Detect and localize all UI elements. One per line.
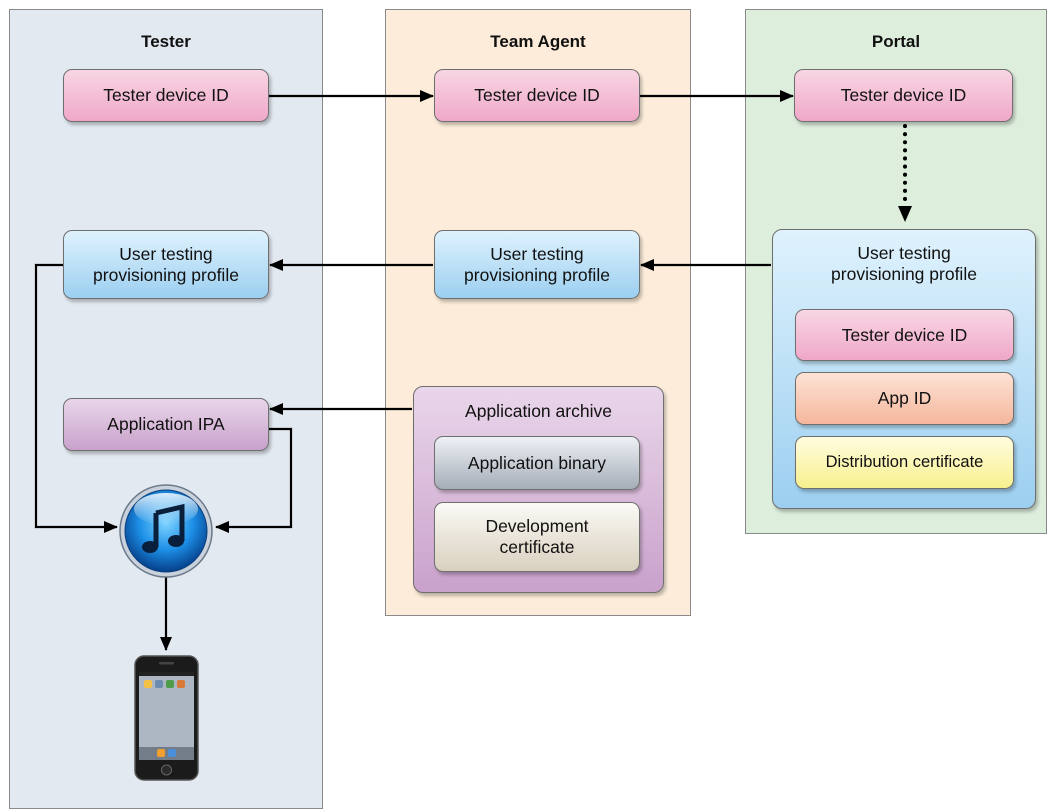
tester-profile-label: User testing provisioning profile — [93, 243, 239, 285]
distribution-certificate-label: Distribution certificate — [825, 453, 984, 471]
tester-profile-box: User testing provisioning profile — [63, 230, 269, 299]
team-agent-lane-title: Team Agent — [490, 32, 586, 51]
agent-profile-label: User testing provisioning profile — [464, 243, 610, 285]
portal-device-id-box: Tester device ID — [794, 69, 1013, 122]
development-certificate-label: Development certificate — [485, 516, 589, 557]
application-archive-title: Application archive — [465, 401, 612, 421]
tester-ipa-label: Application IPA — [107, 414, 225, 434]
tester-device-id-label: Tester device ID — [103, 85, 229, 105]
itunes-icon — [119, 484, 213, 578]
agent-profile-box: User testing provisioning profile — [434, 230, 640, 299]
tester-ipa-box: Application IPA — [63, 398, 269, 451]
application-binary-box: Application binary — [434, 436, 640, 490]
portal-profile-title: User testing provisioning profile — [831, 243, 977, 284]
app-id-box: App ID — [795, 372, 1014, 425]
portal-device-id-label: Tester device ID — [840, 85, 967, 105]
tester-device-id-box: Tester device ID — [63, 69, 269, 122]
development-certificate-box: Development certificate — [434, 502, 640, 572]
portal-profile-device-id-label: Tester device ID — [841, 324, 968, 345]
portal-lane-title: Portal — [871, 32, 921, 51]
application-binary-label: Application binary — [467, 452, 607, 473]
tester-lane-title: Tester — [141, 32, 191, 51]
agent-device-id-box: Tester device ID — [434, 69, 640, 122]
app-id-label: App ID — [877, 388, 932, 408]
agent-device-id-label: Tester device ID — [474, 85, 600, 105]
portal-profile-device-id-box: Tester device ID — [795, 309, 1014, 361]
distribution-certificate-box: Distribution certificate — [795, 436, 1014, 489]
iphone-icon — [134, 655, 199, 781]
